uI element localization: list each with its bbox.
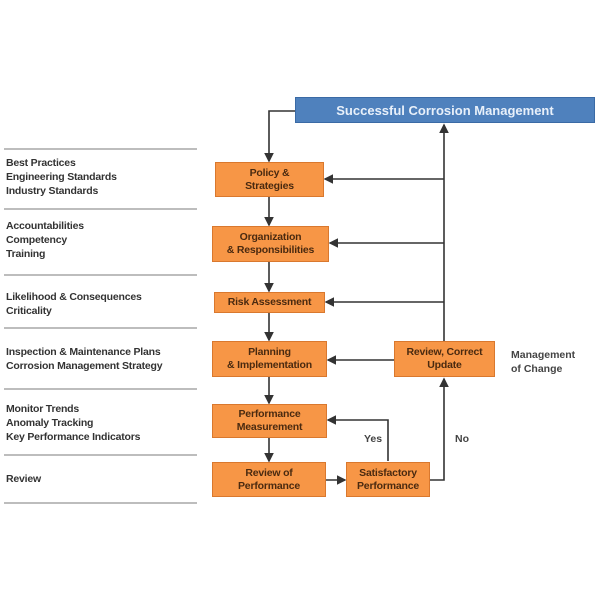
box-policy-strategies: Policy & Strategies bbox=[215, 162, 324, 197]
box-line: Organization bbox=[239, 231, 302, 243]
label-line: Review bbox=[6, 473, 41, 485]
left-label-likelihood: Likelihood & Consequences Criticality bbox=[6, 290, 142, 318]
divider bbox=[4, 148, 197, 150]
label-line: Key Performance Indicators bbox=[6, 431, 141, 443]
title-box: Successful Corrosion Management bbox=[295, 97, 595, 123]
arrow-title-to-policy bbox=[264, 110, 295, 163]
box-review-correct-update: Review, Correct Update bbox=[394, 341, 495, 377]
label-line: Anomaly Tracking bbox=[6, 417, 94, 429]
divider bbox=[4, 454, 197, 456]
box-line: Planning bbox=[248, 346, 291, 358]
box-performance-measurement: Performance Measurement bbox=[212, 404, 327, 438]
label-line: Industry Standards bbox=[6, 185, 99, 197]
label-line: Management bbox=[511, 349, 576, 361]
left-label-monitor: Monitor Trends Anomaly Tracking Key Perf… bbox=[6, 402, 140, 444]
yes-label: Yes bbox=[364, 433, 383, 445]
box-line: Performance bbox=[238, 408, 301, 420]
box-line: Review of bbox=[245, 466, 293, 479]
box-line: Performance bbox=[357, 479, 419, 492]
label-line: Competency bbox=[6, 234, 68, 246]
no-label: No bbox=[455, 433, 469, 445]
label-line: Monitor Trends bbox=[6, 403, 80, 415]
box-risk-assessment: Risk Assessment bbox=[214, 292, 325, 313]
box-line: Update bbox=[427, 359, 462, 371]
divider bbox=[4, 327, 197, 329]
left-label-standards: Best Practices Engineering Standards Ind… bbox=[6, 156, 117, 198]
box-line: Satisfactory bbox=[359, 466, 417, 479]
box-review-of-performance: Review of Performance bbox=[212, 462, 326, 497]
divider bbox=[4, 208, 197, 210]
divider bbox=[4, 502, 197, 504]
left-label-review: Review bbox=[6, 472, 41, 486]
box-planning-implementation: Planning & Implementation bbox=[212, 341, 327, 377]
label-line: Inspection & Maintenance Plans bbox=[6, 346, 161, 358]
box-satisfactory-performance: Satisfactory Performance bbox=[346, 462, 430, 497]
box-organization-responsibilities: Organization & Responsibilities bbox=[212, 226, 329, 262]
label-line: Likelihood & Consequences bbox=[6, 291, 142, 303]
left-label-inspection: Inspection & Maintenance Plans Corrosion… bbox=[6, 345, 163, 373]
label-line: Engineering Standards bbox=[6, 171, 117, 183]
box-line: & Implementation bbox=[227, 359, 312, 371]
divider bbox=[4, 388, 197, 390]
left-label-accountabilities: Accountabilities Competency Training bbox=[6, 219, 84, 261]
label-line: Criticality bbox=[6, 305, 52, 317]
box-line: Strategies bbox=[245, 179, 294, 192]
box-line: Performance bbox=[238, 479, 300, 492]
box-line: & Responsibilities bbox=[226, 244, 315, 256]
label-line: Training bbox=[6, 248, 46, 260]
management-of-change-label: Management of Change bbox=[511, 348, 575, 376]
box-line: Risk Assessment bbox=[227, 296, 312, 308]
box-line: Policy & bbox=[249, 166, 290, 179]
arrow-yes-loop bbox=[326, 415, 389, 461]
label-line: Corrosion Management Strategy bbox=[6, 360, 163, 372]
label-line: of Change bbox=[511, 363, 563, 375]
box-line: Measurement bbox=[236, 421, 303, 433]
divider bbox=[4, 274, 197, 276]
label-line: Accountabilities bbox=[6, 220, 84, 232]
arrow-no-path bbox=[430, 377, 449, 481]
label-line: Best Practices bbox=[6, 157, 76, 169]
box-line: Review, Correct bbox=[406, 346, 483, 358]
